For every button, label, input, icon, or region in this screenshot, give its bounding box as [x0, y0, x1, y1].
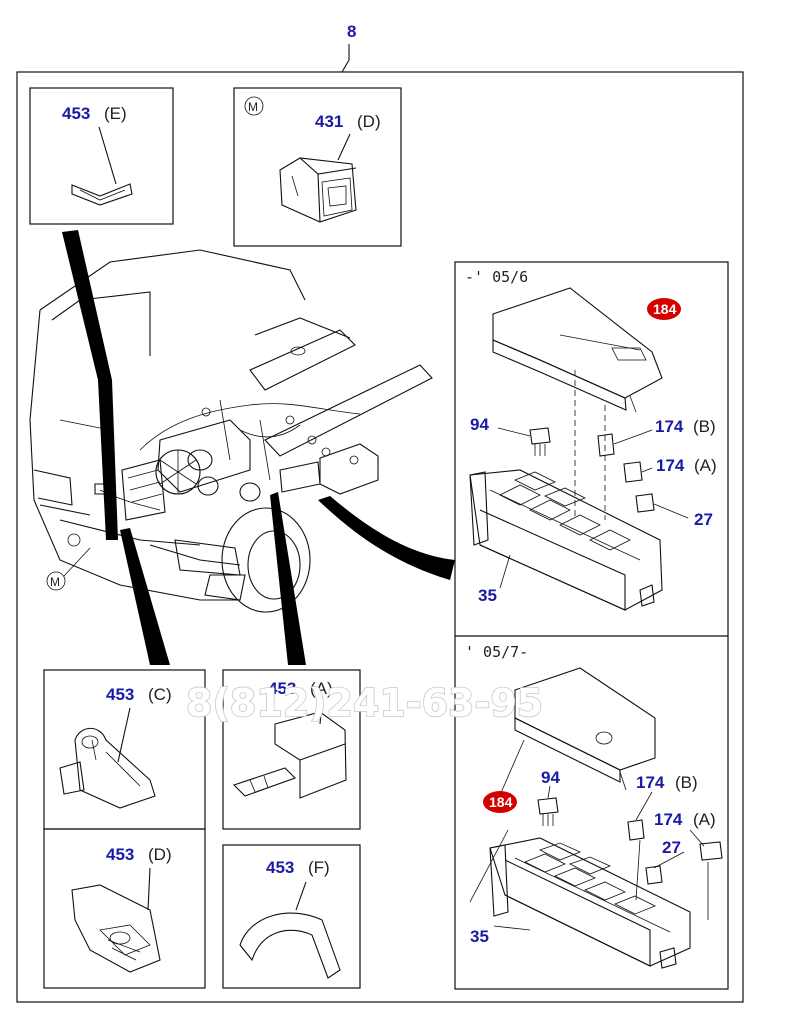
outer-frame	[16, 71, 744, 1003]
lower-part-94[interactable]: 94	[541, 768, 560, 787]
part-431-d-number[interactable]: 431	[315, 112, 343, 131]
part-453-c-letter: (C)	[148, 685, 172, 704]
lower-period-label: ' 05/7-	[465, 643, 528, 661]
relay-box-upper-section: -' 05/6 184 94 174 (B) 17	[465, 268, 717, 611]
part-431-d-letter: (D)	[357, 112, 381, 131]
part-453-e-letter: (E)	[104, 104, 127, 123]
lower-part-174-a-letter: (A)	[693, 810, 716, 829]
lower-part-174-a-number[interactable]: 174	[654, 810, 683, 829]
m-marker-box: M	[248, 100, 258, 114]
leader-8	[341, 44, 350, 73]
upper-part-35[interactable]: 35	[478, 586, 497, 605]
part-453-a-number[interactable]: 453	[268, 679, 296, 698]
upper-part-94[interactable]: 94	[470, 415, 489, 434]
upper-part-174-b-number[interactable]: 174	[655, 417, 684, 436]
relay-box-lower-section: ' 05/7- 184 94 174 (B) 174	[465, 643, 723, 969]
lower-part-174-b-number[interactable]: 174	[636, 773, 665, 792]
part-453-e-number[interactable]: 453	[62, 104, 90, 123]
lower-part-184[interactable]: 184	[489, 794, 513, 810]
part-453-f-number[interactable]: 453	[266, 858, 294, 877]
part-453-f-letter: (F)	[308, 858, 330, 877]
lower-part-35[interactable]: 35	[470, 927, 489, 946]
watermark-phone: 8(812)241-63-95	[186, 681, 543, 725]
detail-box-453-d: 453 (D)	[43, 828, 206, 989]
upper-184-badge	[647, 298, 681, 320]
wedge-to-relay-box	[318, 496, 455, 580]
part-453-c-number[interactable]: 453	[106, 685, 134, 704]
vehicle-engine-bay-illustration: M	[29, 249, 433, 613]
part-453-d-number[interactable]: 453	[106, 845, 134, 864]
upper-part-27[interactable]: 27	[694, 510, 713, 529]
wedge-to-453-c	[120, 528, 170, 665]
upper-period-label: -' 05/6	[465, 268, 528, 286]
detail-box-453-a: 453 (A)	[222, 669, 361, 830]
wedge-to-453-e	[62, 230, 118, 540]
wedge-to-453-a	[270, 492, 306, 665]
detail-box-453-f: 453 (F)	[222, 844, 361, 989]
part-453-a-letter: (A)	[310, 679, 333, 698]
relay-box-panel	[454, 261, 729, 990]
detail-box-453-e: 453 (E)	[29, 87, 174, 225]
upper-part-174-a-number[interactable]: 174	[656, 456, 685, 475]
upper-part-174-a-letter: (A)	[694, 456, 717, 475]
m-marker-main: M	[50, 575, 60, 589]
upper-part-174-b-letter: (B)	[693, 417, 716, 436]
detail-box-453-c: 453 (C)	[43, 669, 206, 830]
lower-part-174-b-letter: (B)	[675, 773, 698, 792]
part-453-d-letter: (D)	[148, 845, 172, 864]
part-8-label[interactable]: 8	[347, 22, 356, 41]
m-marker-circle	[244, 96, 264, 116]
lower-184-badge	[483, 791, 517, 813]
lower-part-27[interactable]: 27	[662, 838, 681, 857]
upper-part-184[interactable]: 184	[653, 301, 677, 317]
detail-box-431-d: M 431 (D)	[233, 87, 402, 247]
